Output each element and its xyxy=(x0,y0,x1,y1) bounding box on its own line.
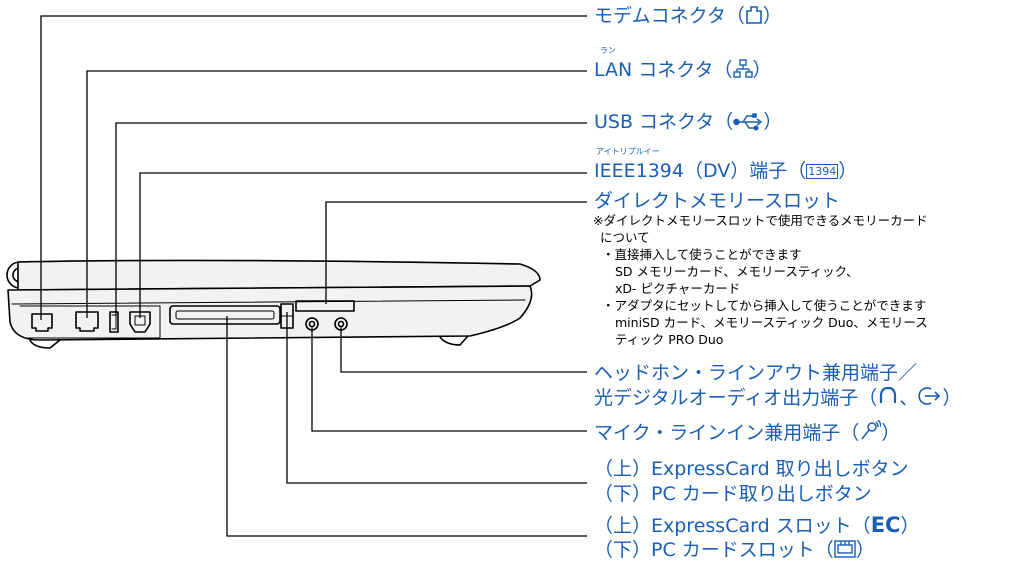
headphone-label-line2: 光デジタルオーディオ出力端子（、） xyxy=(594,386,962,409)
leader-modem xyxy=(40,15,587,320)
ieee1394-icon: 1394 xyxy=(806,164,839,179)
note-line: SD メモリーカード、メモリースティック、 xyxy=(615,264,859,279)
leader-card-slot xyxy=(226,316,587,537)
usb-label: USB コネクタ（） xyxy=(594,111,783,133)
port-bay xyxy=(19,305,161,339)
leader-lan xyxy=(86,70,587,318)
memory-card-note: ※ダイレクトメモリースロットで使用できるメモリーカード について ・直接挿入して… xyxy=(593,212,928,348)
headphone-icon xyxy=(880,386,897,403)
modem-icon xyxy=(746,6,762,24)
note-line: miniSD カード、メモリースティック Duo、メモリース xyxy=(615,315,928,330)
usb-icon xyxy=(733,113,763,131)
eject-label-bottom: （下）PC カード取り出しボタン xyxy=(594,483,872,505)
leader-eject xyxy=(286,312,587,484)
express-slot-label: （上）ExpressCard スロット（EC） xyxy=(594,513,920,537)
leader-lines xyxy=(40,15,587,537)
base-seam xyxy=(11,299,526,305)
note-line: xD- ピクチャーカード xyxy=(615,281,741,296)
leader-usb xyxy=(115,122,587,316)
lan-label: LAN コネクタ（） xyxy=(594,59,772,81)
lan-icon xyxy=(732,59,753,78)
leader-direct-memory xyxy=(325,201,587,304)
note-line: ティック PRO Duo xyxy=(615,332,724,347)
leader-ieee1394 xyxy=(139,172,587,318)
direct-memory-slot xyxy=(295,300,355,312)
foot-right xyxy=(439,335,469,346)
ieee1394-port xyxy=(129,311,151,333)
leader-mic xyxy=(311,326,587,432)
lan-ruby: ラン xyxy=(600,46,616,55)
note-line: ・直接挿入して使うことができます xyxy=(602,247,802,262)
eject-label-top: （上）ExpressCard 取り出しボタン xyxy=(594,458,909,480)
direct-memory-label: ダイレクトメモリースロット xyxy=(594,190,841,212)
leader-headphone xyxy=(340,326,587,373)
mic-label: マイク・ラインイン兼用端子（） xyxy=(594,420,901,444)
express-card-slot xyxy=(175,310,275,320)
note-line: ・アダプタにセットしてから挿入して使うことができます xyxy=(602,298,927,313)
ieee-ruby: アイトリプルイー xyxy=(596,147,660,156)
note-line: について xyxy=(600,230,650,245)
foot-left xyxy=(29,339,61,349)
pc-card-icon xyxy=(834,540,856,558)
laptop-lid xyxy=(17,259,541,291)
note-line: ※ダイレクトメモリースロットで使用できるメモリーカード xyxy=(593,213,928,228)
pc-card-slot-label: （下）PC カードスロット（） xyxy=(594,539,875,561)
pc-card-slot xyxy=(169,305,281,325)
modem-port xyxy=(31,313,53,332)
usb-port-inner xyxy=(111,314,117,330)
laptop-base xyxy=(7,285,533,341)
usb-port xyxy=(109,311,119,333)
headphone-label-line1: ヘッドホン・ラインアウト兼用端子／ xyxy=(594,362,918,384)
mic-icon xyxy=(861,420,882,440)
lan-port xyxy=(75,311,99,332)
modem-label: モデムコネクタ（） xyxy=(594,5,782,27)
expresscard-icon: EC xyxy=(870,513,901,537)
ieee1394-label: IEEE1394（DV）端子（1394） xyxy=(594,160,858,182)
optical-out-icon xyxy=(918,387,941,405)
